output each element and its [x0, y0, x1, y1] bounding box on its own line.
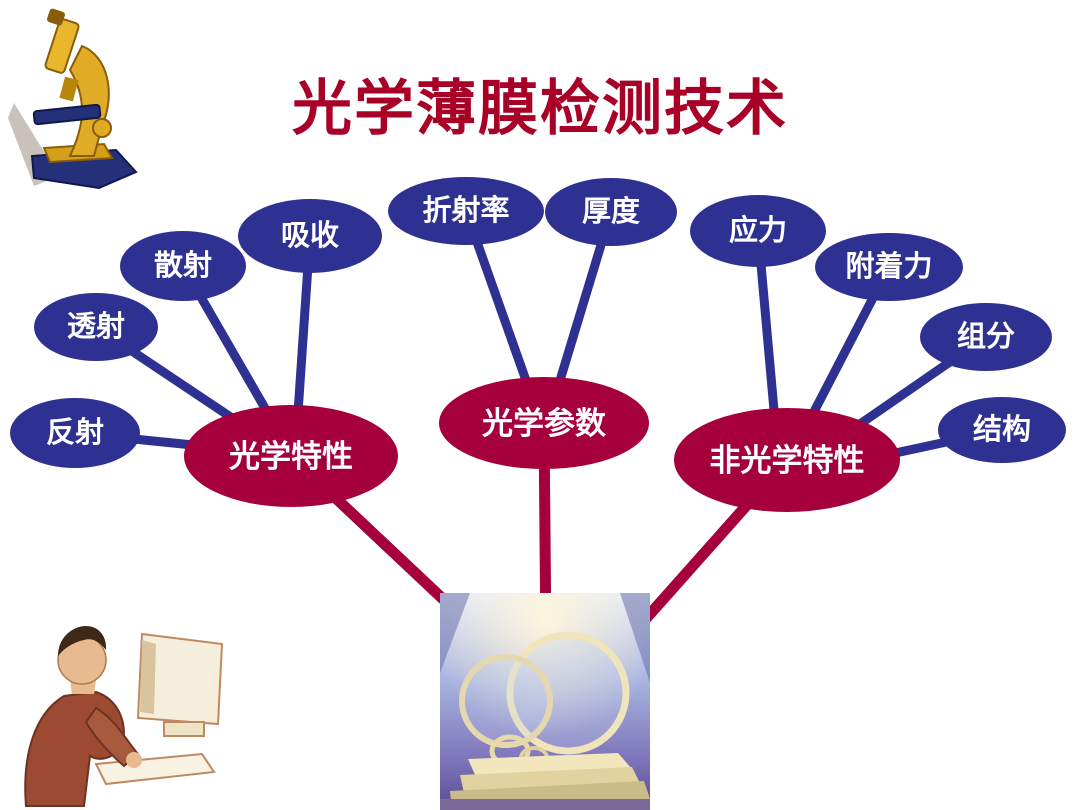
- node-label: 组分: [956, 320, 1015, 353]
- node-label: 厚度: [581, 195, 640, 228]
- node-thickness: 厚度: [545, 178, 677, 246]
- node-scattering: 散射: [120, 231, 246, 301]
- node-label: 光学特性: [229, 438, 353, 474]
- node-label: 非光学特性: [709, 442, 865, 478]
- node-stress: 应力: [690, 195, 826, 267]
- node-label: 吸收: [280, 219, 339, 252]
- hub-non-optical-properties: 非光学特性: [674, 408, 900, 512]
- node-label: 反射: [45, 416, 104, 449]
- node-structure: 结构: [938, 397, 1066, 463]
- node-refractive-index: 折射率: [388, 177, 544, 245]
- node-composition: 组分: [920, 303, 1052, 371]
- node-label: 透射: [66, 310, 125, 343]
- microscope-icon: [8, 8, 138, 190]
- person-at-computer-icon: [24, 626, 224, 807]
- hub-optical-parameters: 光学参数: [439, 377, 649, 469]
- node-absorption: 吸收: [238, 199, 382, 273]
- node-reflection: 反射: [10, 398, 140, 468]
- slide-title: 光学薄膜检测技术: [292, 75, 788, 142]
- node-label: 附着力: [845, 250, 933, 283]
- node-label: 结构: [972, 413, 1031, 446]
- node-label: 应力: [728, 214, 787, 247]
- hub-optical-properties: 光学特性: [184, 405, 398, 507]
- node-label: 散射: [153, 249, 212, 282]
- node-label: 光学参数: [482, 405, 606, 441]
- node-adhesion: 附着力: [815, 233, 963, 301]
- optical-lenses-photo: [440, 593, 650, 810]
- node-transmission: 透射: [34, 293, 158, 361]
- node-label: 折射率: [422, 194, 510, 227]
